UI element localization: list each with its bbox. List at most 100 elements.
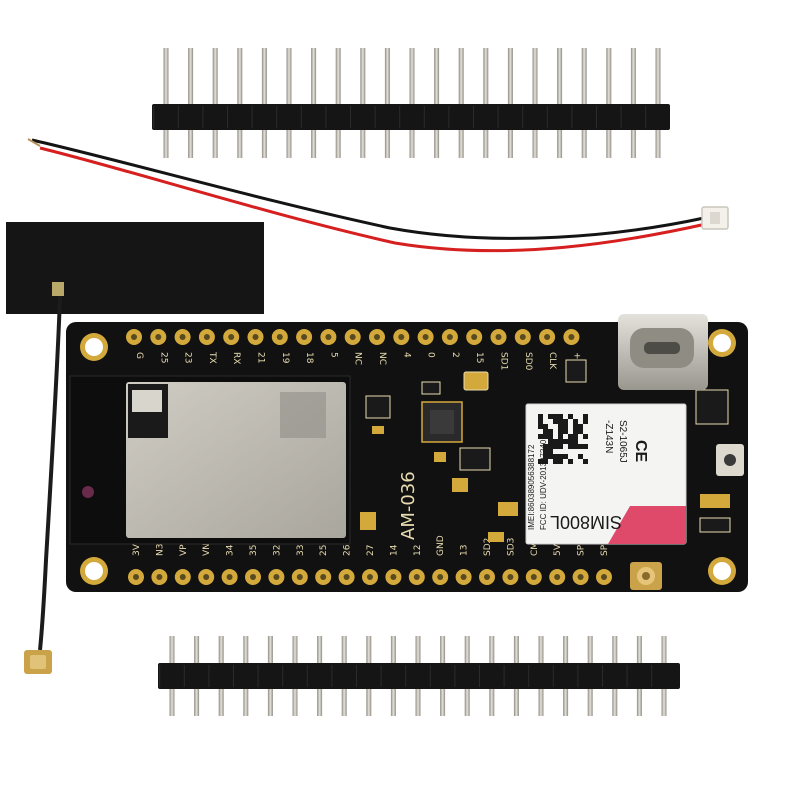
qr-cell (543, 414, 548, 419)
pad-hole (179, 574, 186, 580)
pad-hole (367, 574, 373, 580)
qr-cell (543, 439, 548, 444)
mounting-holes (80, 329, 736, 585)
pin-label-top: 18 (304, 352, 314, 364)
qr-cell (553, 424, 558, 429)
gsm-model2: -Z143N (603, 420, 614, 453)
pin-header-top (152, 48, 670, 158)
pin-label-bottom: 13 (460, 545, 470, 556)
pin-label-bottom: SD3 (506, 538, 516, 556)
pin-label-bottom: 12 (413, 545, 423, 556)
pad-hole (252, 334, 259, 340)
qr-cell (578, 439, 583, 444)
qr-cell (538, 444, 543, 449)
components (360, 359, 744, 542)
qr-cell (563, 434, 568, 439)
pad-hole (374, 334, 380, 340)
gsm-module: CE S2-1065J -Z143N IMEI:860389056388172 … (525, 403, 687, 545)
usb-c-port (618, 314, 708, 390)
qr-cell (538, 429, 543, 434)
qr-cell (573, 454, 578, 459)
pin-label-bottom: CMD (530, 535, 540, 556)
gsm-imei: IMEI:860389056388172 (527, 444, 536, 530)
pad-hole (203, 334, 210, 340)
qr-cell (563, 444, 568, 449)
pad-hole (460, 574, 467, 580)
pad-hole (228, 334, 235, 340)
pad-hole (568, 334, 575, 340)
qr-cell (568, 449, 573, 454)
pin-label-top: SD0 (523, 352, 533, 371)
pin-label-top: RX (231, 352, 241, 364)
top-header-pin (606, 48, 612, 158)
pin-label-bottom: 14 (389, 544, 399, 556)
qr-cell (583, 449, 588, 454)
battery-cable (27, 138, 729, 253)
pad-hole (437, 574, 444, 580)
qr-cell (568, 454, 573, 459)
qr-cell (578, 419, 583, 424)
pad-hole (398, 334, 405, 340)
top-header-pin (286, 48, 292, 158)
pad-hole (320, 574, 327, 580)
pin-label-top: CLK (547, 352, 557, 370)
qr-cell (578, 414, 583, 419)
pin-label-top: NC (377, 352, 387, 365)
pad-hole (495, 334, 502, 340)
qr-cell (548, 419, 553, 424)
pad-hole (131, 334, 137, 340)
pad-hole (446, 334, 453, 340)
top-header-pin (261, 48, 267, 158)
pad-hole (422, 334, 429, 340)
top-header-pin (434, 48, 440, 158)
antenna-cable (38, 295, 62, 651)
pin-label-bottom: 32 (272, 545, 282, 556)
top-header-pin (557, 48, 563, 158)
qr-cell (583, 439, 588, 444)
pad-hole (155, 334, 162, 340)
pad-hole (276, 334, 283, 340)
pad-hole (530, 574, 537, 580)
pad-hole (156, 574, 163, 580)
top-header-pin (483, 48, 489, 158)
top-header-pin (311, 48, 317, 158)
pin-label-top: 4 (401, 352, 411, 358)
pad-hole (554, 574, 561, 580)
qr-cell (568, 419, 573, 424)
pad-hole (301, 334, 308, 340)
pin-header-bottom-body (158, 663, 680, 689)
pad-hole (519, 334, 526, 340)
qr-cell (548, 424, 553, 429)
qr-cell (578, 459, 583, 464)
qr-cell (573, 459, 578, 464)
qr-cell (583, 454, 588, 459)
pad-hole (349, 334, 356, 340)
qr-cell (573, 414, 578, 419)
top-header-pin (630, 48, 636, 158)
pad-hole (507, 574, 514, 580)
top-header-pin (384, 48, 390, 158)
pin-label-bottom: 3V3 (132, 538, 142, 556)
pad-hole (343, 574, 350, 580)
pin-label-top: 15 (474, 352, 484, 363)
pin-label-bottom: 33 (296, 545, 306, 556)
pad-hole (133, 574, 139, 580)
pin-label-top: 25 (158, 352, 168, 363)
gsm-brand: SIM800L (550, 512, 622, 532)
top-header-pin (507, 48, 513, 158)
top-header-pin (581, 48, 587, 158)
board-label: AM-036 (398, 471, 419, 540)
pin-label-bottom: 35 (249, 545, 259, 556)
pad-hole (179, 334, 186, 340)
pin-label-bottom: SPK- (600, 537, 610, 556)
gsm-model: S2-1065J (617, 420, 628, 463)
top-header-pin (532, 48, 538, 158)
top-header-pin (237, 48, 243, 158)
pin-header-bottom (158, 636, 680, 716)
qr-cell (538, 454, 543, 459)
qr-cell (563, 459, 568, 464)
qr-cell (538, 439, 543, 444)
pin-label-bottom: 26 (343, 544, 353, 556)
